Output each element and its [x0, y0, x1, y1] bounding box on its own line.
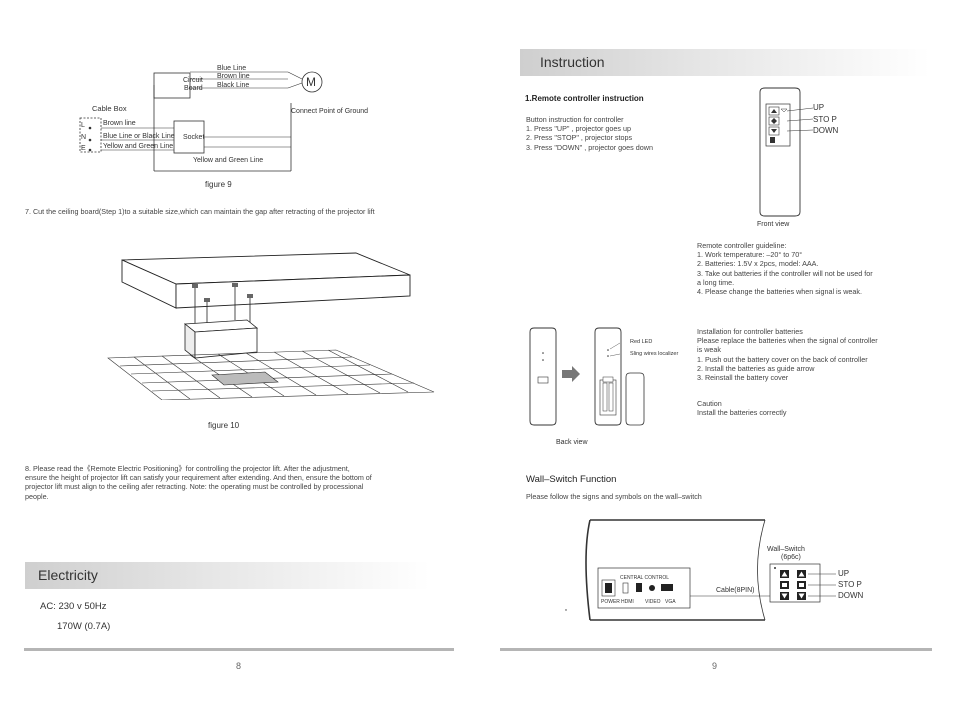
- remote-back-view: [529, 327, 645, 426]
- electricity-title: Electricity: [38, 567, 98, 583]
- step8-line-2: ensure the height of projector lift can …: [25, 473, 372, 483]
- step7-text: 7. Cut the ceiling board(Step 1)to a sui…: [25, 207, 375, 216]
- button-instr-line-3: 2. Press "STOP" , projector stops: [526, 133, 633, 143]
- button-instr-line-2: 1. Press "UP" , projector goes up: [526, 124, 631, 134]
- step8-line-4: people.: [25, 491, 49, 501]
- battery-line-4: 1. Push out the battery cover on the bac…: [697, 354, 868, 364]
- motor-symbol: [301, 71, 323, 93]
- back-view-caption: Back view: [556, 439, 588, 446]
- remote-label-stop: STO P: [813, 115, 837, 124]
- motor-label: M: [306, 75, 316, 89]
- caution-title: Caution: [697, 399, 722, 408]
- panel-label-power: POWER: [601, 599, 620, 605]
- step8-text: 8. Please read the《Remote Electric Posit…: [25, 464, 372, 501]
- figure10-caption: figure 10: [208, 421, 240, 430]
- socket-label: Socket: [183, 134, 205, 141]
- panel-label-vga: VGA: [665, 599, 676, 605]
- brown-line-label: Brown line: [217, 73, 250, 80]
- terminal-e: E: [81, 145, 86, 152]
- left-footer-line: [24, 648, 454, 651]
- button-instr-line-4: 3. Press "DOWN" , projector goes down: [526, 142, 653, 152]
- yellow-green-label: Yellow and Green Line: [103, 143, 174, 150]
- battery-line-3: is weak: [697, 345, 721, 355]
- caution-body: Install the batteries correctly: [697, 408, 787, 418]
- instruction-header-bar: [520, 49, 930, 76]
- guideline-line-6: 4. Please change the batteries when sign…: [697, 287, 863, 297]
- remote-front-view: [759, 87, 814, 217]
- guideline-line-5: a long time.: [697, 277, 735, 287]
- terminal-l: L: [81, 122, 85, 129]
- cable-box-label: Cable Box: [92, 104, 127, 113]
- button-instructions: Button instruction for controller 1. Pre…: [526, 115, 653, 152]
- electricity-header-bar: [25, 562, 430, 589]
- blue-line-label: Blue Line: [217, 65, 247, 72]
- battery-line-2: Please replace the batteries when the si…: [697, 336, 878, 346]
- switch-label-up: UP: [838, 569, 850, 578]
- step8-line-3: projector lift must align to the ceiling…: [25, 482, 364, 492]
- blue-or-black-label: Blue Line or Black Line: [103, 133, 175, 140]
- switch-label-stop: STO P: [838, 580, 862, 589]
- black-line-label: Black Line: [217, 82, 250, 89]
- central-control-label: CENTRAL CONTROL: [620, 575, 669, 581]
- red-led-label: Red LED: [630, 339, 653, 345]
- battery-install-text: Installation for controller batteries Pl…: [697, 327, 878, 382]
- circuit-board-label-2: Board: [184, 85, 203, 92]
- guideline-line-4: 3. Take out batteries if the controller …: [697, 268, 873, 278]
- cable-box: [79, 117, 102, 153]
- wiring-diagram: M: [79, 71, 323, 172]
- wall-switch-heading: Wall–Switch Function: [526, 474, 617, 485]
- switch-label-down: DOWN: [838, 591, 864, 600]
- panel-label-hdmi: HDMI: [621, 599, 634, 605]
- left-page-number: 8: [236, 661, 242, 671]
- remote-label-up: UP: [813, 103, 825, 112]
- sling-wires-label: Sling wires localizer: [630, 351, 679, 357]
- cable-label: Cable(8PIN): [716, 587, 755, 594]
- wall-switch-diagram: [565, 519, 836, 621]
- front-view-caption: Front view: [757, 221, 790, 228]
- right-page-number: 9: [712, 661, 718, 671]
- guideline-line-3: 2. Batteries: 1.5V x 2pcs, model: AAA.: [697, 259, 819, 269]
- wall-switch-text: Please follow the signs and symbols on t…: [526, 492, 702, 501]
- guideline-line-2: 1. Work temperature: –20° to 70°: [697, 250, 803, 260]
- circuit-board-label-1: Circuit: [183, 77, 203, 84]
- guideline-line-1: Remote controller guideline:: [697, 241, 787, 250]
- yellow-green-bottom-label: Yellow and Green Line: [193, 157, 264, 164]
- power-spec: 170W (0.7A): [57, 621, 111, 632]
- caution-text: Caution Install the batteries correctly: [697, 399, 786, 417]
- ceiling-lift-illustration: [107, 252, 435, 400]
- terminal-n: N: [81, 134, 87, 141]
- remote-heading: 1.Remote controller instruction: [525, 94, 644, 103]
- ac-spec: AC: 230 v 50Hz: [40, 601, 107, 612]
- brown-line-low-label: Brown line: [103, 120, 136, 127]
- right-footer-line: [500, 648, 932, 651]
- ground-label: Connect Point of Ground: [291, 108, 369, 115]
- wall-switch-label-2: (6p6c): [781, 554, 801, 561]
- panel-label-video: VIDEO: [645, 599, 661, 605]
- wall-switch-box: [769, 563, 821, 603]
- figure9-caption: figure 9: [205, 180, 232, 189]
- battery-line-1: Installation for controller batteries: [697, 327, 803, 336]
- remote-label-down: DOWN: [813, 126, 839, 135]
- instruction-title: Instruction: [540, 54, 605, 70]
- button-instr-line-1: Button instruction for controller: [526, 115, 624, 124]
- step8-line-1: 8. Please read the《Remote Electric Posit…: [25, 464, 350, 473]
- battery-line-5: 2. Install the batteries as guide arrow: [697, 363, 815, 373]
- battery-line-6: 3. Reinstall the battery cover: [697, 373, 789, 383]
- guideline-text: Remote controller guideline: 1. Work tem…: [697, 241, 873, 296]
- wall-switch-label-1: Wall–Switch: [767, 546, 805, 553]
